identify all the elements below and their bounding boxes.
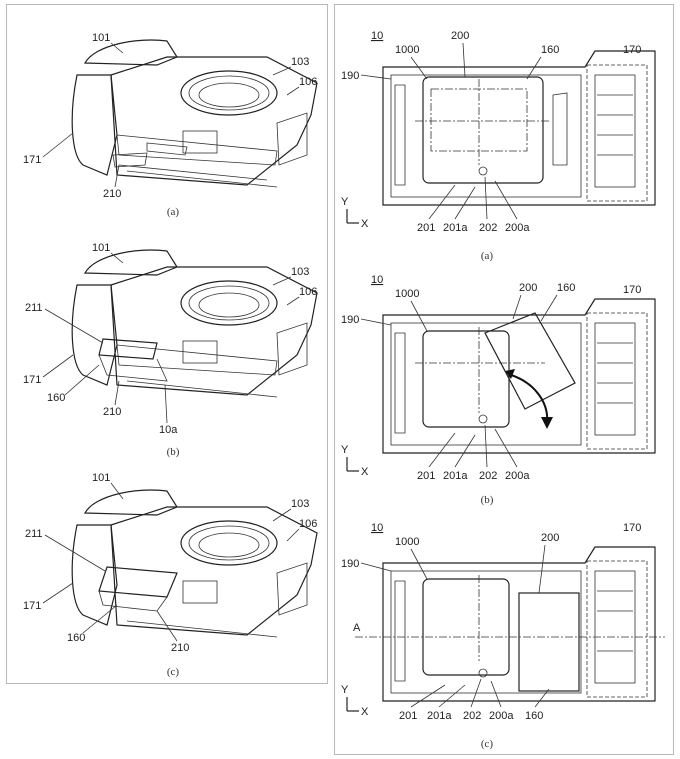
labels-c: 101 103 106 211 171 160 210 (c) bbox=[23, 472, 317, 678]
label-101-b: 101 bbox=[92, 242, 110, 254]
caption-b-left: (b) bbox=[167, 446, 180, 458]
label-210-a: 210 bbox=[103, 188, 121, 200]
labels-b: 101 103 106 211 171 160 210 10a (b) bbox=[23, 242, 317, 458]
caption-c-right: (c) bbox=[481, 738, 494, 750]
label-171-c: 171 bbox=[23, 600, 41, 612]
label-202-b: 202 bbox=[479, 470, 497, 482]
label-10-a: 10 bbox=[371, 30, 383, 42]
label-210-b: 210 bbox=[103, 406, 121, 418]
label-210-c: 210 bbox=[171, 642, 189, 654]
camera-view-c bbox=[71, 489, 318, 638]
label-211-b: 211 bbox=[25, 302, 43, 314]
axis-x-a: X bbox=[361, 218, 369, 230]
labels-right-b: 10 1000 200 160 170 190 201 201a 202 200… bbox=[341, 274, 641, 506]
label-103-b: 103 bbox=[291, 266, 309, 278]
labels-right-c: 10 1000 200 170 190 A 201 201a 202 200a … bbox=[341, 522, 641, 750]
label-10a-b: 10a bbox=[159, 424, 178, 436]
label-171-b: 171 bbox=[23, 374, 41, 386]
label-10-c: 10 bbox=[371, 522, 383, 534]
perspective-drawings: 101 103 106 171 210 (a) 101 103 106 211 bbox=[23, 32, 318, 678]
label-201a-a: 201a bbox=[443, 222, 468, 234]
caption-b-right: (b) bbox=[481, 494, 494, 506]
axis-x-c: X bbox=[361, 706, 369, 718]
label-1000-c: 1000 bbox=[395, 536, 419, 548]
right-panel-section-views: 10 1000 200 160 170 190 201 201a 202 200… bbox=[334, 4, 674, 755]
label-1000-a: 1000 bbox=[395, 44, 419, 56]
label-103-a: 103 bbox=[291, 56, 309, 68]
label-190-c: 190 bbox=[341, 558, 359, 570]
labels-a: 101 103 106 171 210 (a) bbox=[23, 32, 317, 218]
section-view-c bbox=[355, 546, 665, 702]
axis-x-b: X bbox=[361, 466, 369, 478]
label-200a-c: 200a bbox=[489, 710, 514, 722]
label-103-c: 103 bbox=[291, 498, 309, 510]
section-view-a bbox=[382, 50, 656, 206]
label-211-c: 211 bbox=[25, 528, 43, 540]
section-view-b bbox=[382, 298, 656, 454]
label-200a-a: 200a bbox=[505, 222, 530, 234]
label-101-c: 101 bbox=[92, 472, 110, 484]
caption-a-left: (a) bbox=[167, 206, 180, 218]
label-201-a: 201 bbox=[417, 222, 435, 234]
labels-right-a: 10 1000 200 160 170 190 201 201a 202 200… bbox=[341, 30, 641, 262]
section-drawings: 10 1000 200 160 170 190 201 201a 202 200… bbox=[341, 30, 665, 750]
label-1000-b: 1000 bbox=[395, 288, 419, 300]
label-160-c: 160 bbox=[525, 710, 543, 722]
label-190-a: 190 bbox=[341, 70, 359, 82]
label-202-a: 202 bbox=[479, 222, 497, 234]
label-200a-b: 200a bbox=[505, 470, 530, 482]
caption-a-right: (a) bbox=[481, 250, 494, 262]
label-101-a: 101 bbox=[92, 32, 110, 44]
label-200-c: 200 bbox=[541, 532, 559, 544]
label-201a-c: 201a bbox=[427, 710, 452, 722]
axis-y-a: Y bbox=[341, 196, 349, 208]
label-170-b: 170 bbox=[623, 284, 641, 296]
label-170-c: 170 bbox=[623, 522, 641, 534]
label-A-c: A bbox=[353, 622, 361, 634]
label-200-a: 200 bbox=[451, 30, 469, 42]
label-106-a: 106 bbox=[299, 76, 317, 88]
label-201-b: 201 bbox=[417, 470, 435, 482]
label-170-a: 170 bbox=[623, 44, 641, 56]
label-160-a: 160 bbox=[541, 44, 559, 56]
left-panel-perspective-views: 101 103 106 171 210 (a) 101 103 106 211 bbox=[6, 4, 328, 684]
label-10-b: 10 bbox=[371, 274, 383, 286]
camera-view-b bbox=[71, 249, 318, 398]
label-160-b: 160 bbox=[557, 282, 575, 294]
label-171-a: 171 bbox=[23, 154, 41, 166]
label-160-c: 160 bbox=[67, 632, 85, 644]
camera-view-a bbox=[71, 39, 318, 188]
label-160-b: 160 bbox=[47, 392, 65, 404]
label-201-c: 201 bbox=[399, 710, 417, 722]
label-106-c: 106 bbox=[299, 518, 317, 530]
label-201a-b: 201a bbox=[443, 470, 468, 482]
label-202-c: 202 bbox=[463, 710, 481, 722]
caption-c-left: (c) bbox=[167, 666, 180, 678]
label-200-b: 200 bbox=[519, 282, 537, 294]
axis-y-b: Y bbox=[341, 444, 349, 456]
axis-y-c: Y bbox=[341, 684, 349, 696]
label-190-b: 190 bbox=[341, 314, 359, 326]
label-106-b: 106 bbox=[299, 286, 317, 298]
